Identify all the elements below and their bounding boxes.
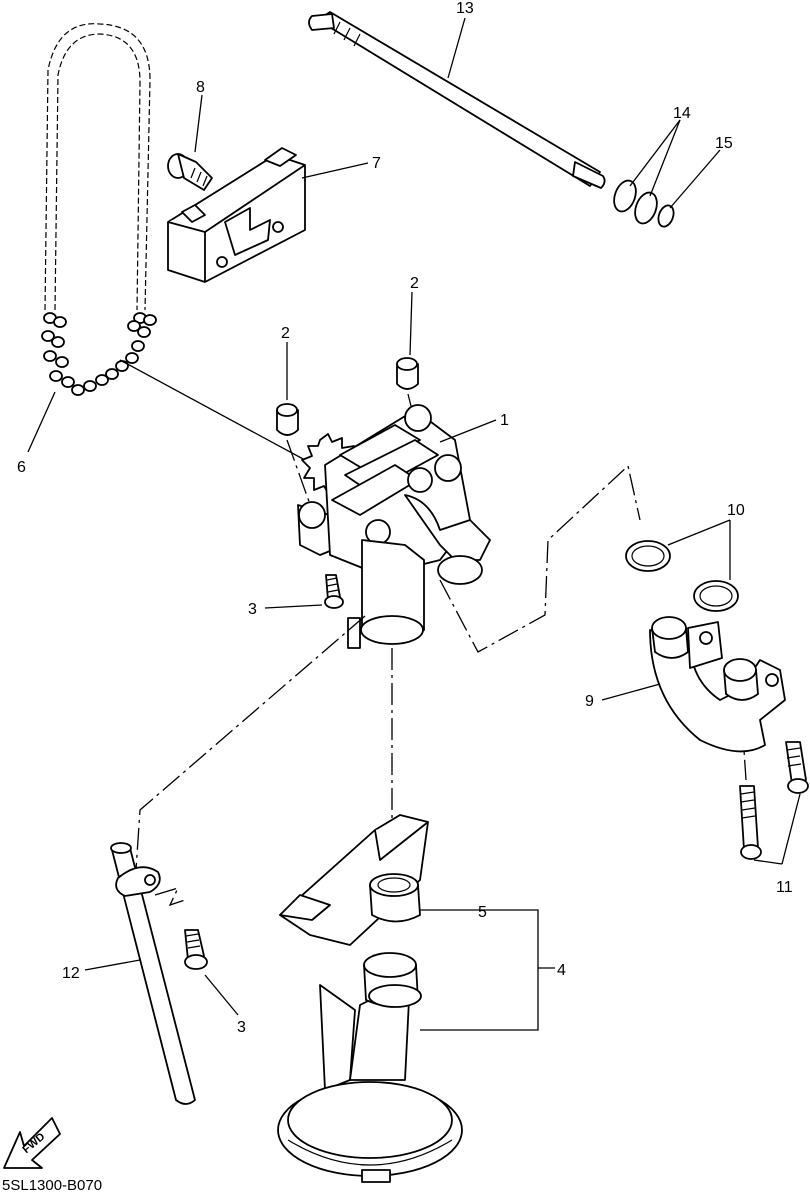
callout-10: 10 <box>727 502 745 519</box>
chain-link <box>105 368 119 380</box>
part-2-dowel-pin-right <box>396 357 419 390</box>
chain-link <box>51 336 65 348</box>
part-6-drive-chain <box>41 23 157 396</box>
part-7-guide-plate <box>167 147 306 283</box>
part-4-oil-strainer <box>277 814 463 1183</box>
chain-link <box>95 374 109 386</box>
part-1-oil-pump <box>297 404 491 649</box>
callout-8: 8 <box>196 79 205 96</box>
fwd-arrow-icon: FWD <box>3 1117 61 1169</box>
part-11-bolt-left <box>739 785 762 860</box>
part-12-rod <box>110 842 196 1105</box>
chain-link <box>43 350 57 362</box>
callout-6: 6 <box>17 459 26 476</box>
callout-15: 15 <box>715 135 733 152</box>
callout-2-left: 2 <box>281 325 290 342</box>
chain-links <box>41 312 157 396</box>
part-14-o-rings <box>613 179 658 225</box>
callout-7: 7 <box>372 155 381 172</box>
chain-link <box>71 384 85 396</box>
part-3-bolt-upper <box>324 574 344 609</box>
part-11-bolt-right <box>785 741 809 794</box>
callout-3-lower: 3 <box>237 1019 246 1036</box>
part-2-dowel-pin-left <box>276 403 299 436</box>
chain-link <box>137 326 151 338</box>
chain-link <box>115 360 129 372</box>
callout-1: 1 <box>500 412 509 429</box>
chain-link <box>61 376 75 388</box>
callout-11: 11 <box>776 879 793 896</box>
chain-link <box>41 330 55 342</box>
callout-5: 5 <box>478 904 487 921</box>
callout-3-upper: 3 <box>248 601 257 618</box>
chain-link <box>143 314 157 326</box>
chain-link <box>55 356 69 368</box>
callout-9: 9 <box>585 693 594 710</box>
callout-14: 14 <box>673 105 691 122</box>
callout-4: 4 <box>557 962 566 979</box>
part-10-gaskets <box>625 540 739 612</box>
chain-link <box>53 316 67 328</box>
part-3-bolt-lower <box>184 929 208 970</box>
callout-13: 13 <box>456 0 474 17</box>
part-15-o-ring <box>657 204 675 228</box>
part-8-bolt <box>167 153 213 191</box>
callout-12: 12 <box>62 965 80 982</box>
part-13-shaft <box>308 11 606 189</box>
chain-link <box>83 380 97 392</box>
chain-link <box>127 320 141 332</box>
chain-link <box>49 370 63 382</box>
part-5-o-ring-seal <box>369 873 421 923</box>
chain-link <box>131 340 145 352</box>
chain-link <box>125 352 139 364</box>
callout-2-right: 2 <box>410 275 419 292</box>
diagram-code: 5SL1300-B070 <box>2 1177 102 1193</box>
part-9-oil-pipe <box>649 616 786 753</box>
